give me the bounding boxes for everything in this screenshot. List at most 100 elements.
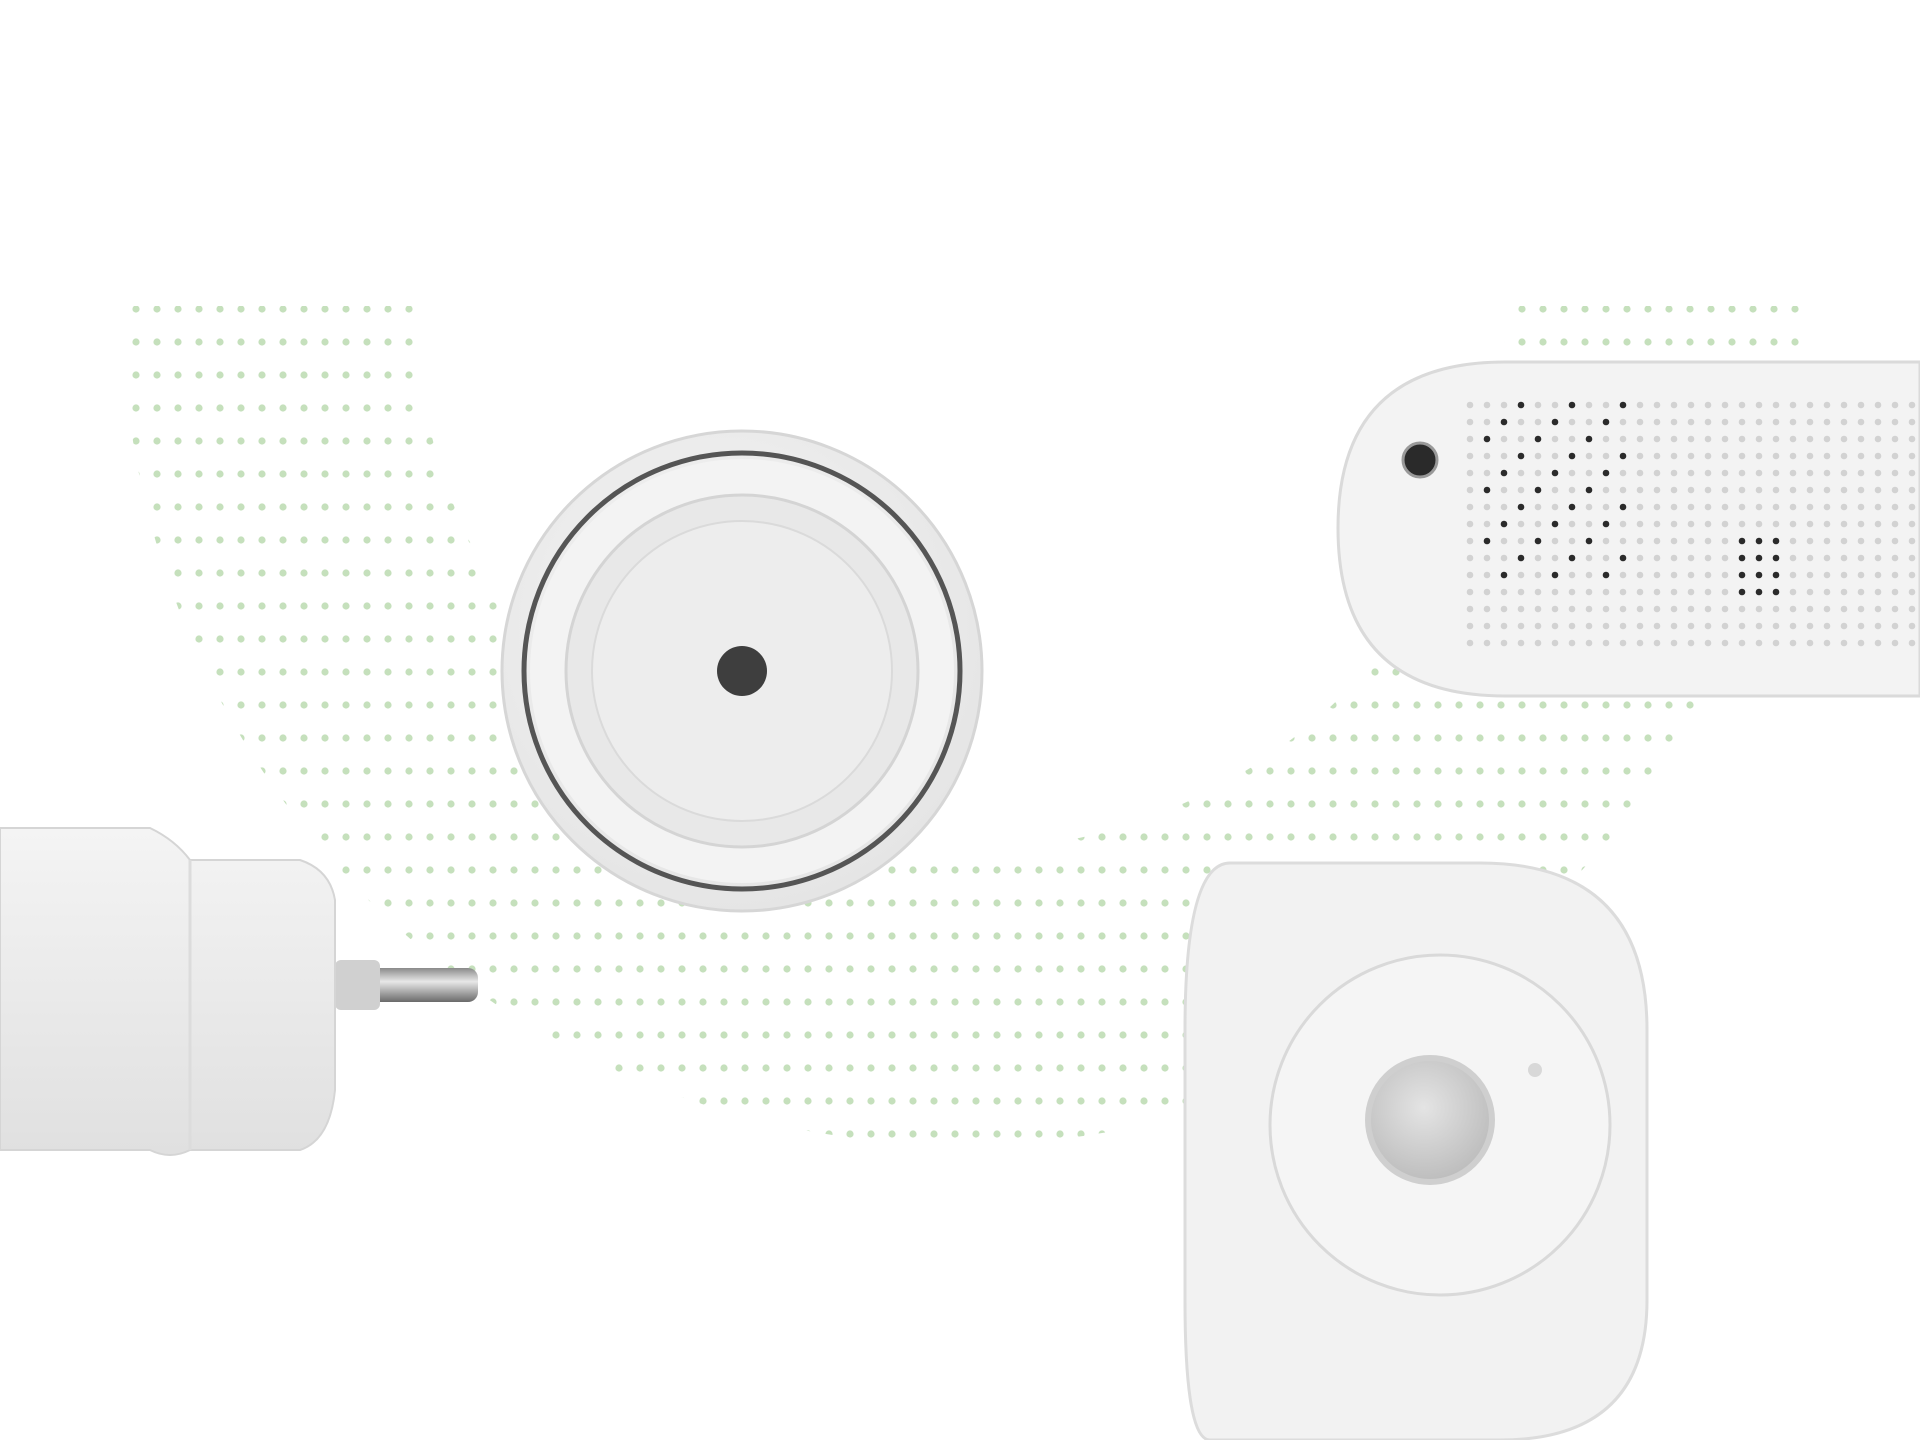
vent-hole xyxy=(1517,605,1525,613)
vent-hole xyxy=(1874,469,1882,477)
vent-hole xyxy=(1602,452,1610,460)
vent-hole xyxy=(1636,486,1644,494)
vent-hole xyxy=(1500,503,1508,511)
vent-hole xyxy=(1789,520,1797,528)
vent-hole xyxy=(1551,605,1559,613)
vent-hole xyxy=(1772,469,1780,477)
vent-hole xyxy=(1483,639,1491,647)
vent-hole xyxy=(1840,503,1848,511)
vent-hole xyxy=(1500,554,1508,562)
vent-hole xyxy=(1585,486,1593,494)
vent-hole xyxy=(1534,520,1542,528)
vent-hole xyxy=(1704,639,1712,647)
vent-hole xyxy=(1602,435,1610,443)
vent-hole xyxy=(1636,588,1644,596)
vent-hole xyxy=(1789,452,1797,460)
vent-hole xyxy=(1772,452,1780,460)
vent-hole xyxy=(1466,588,1474,596)
vent-hole xyxy=(1755,571,1763,579)
vent-hole xyxy=(1721,588,1729,596)
vent-hole xyxy=(1721,520,1729,528)
vent-hole xyxy=(1483,486,1491,494)
vent-hole xyxy=(1500,605,1508,613)
vent-hole xyxy=(1466,554,1474,562)
vent-hole xyxy=(1806,469,1814,477)
vent-hole xyxy=(1653,486,1661,494)
vent-hole xyxy=(1738,605,1746,613)
vent-hole xyxy=(1670,639,1678,647)
vent-hole xyxy=(1500,418,1508,426)
vent-hole xyxy=(1772,486,1780,494)
vent-hole xyxy=(1857,588,1865,596)
vent-hole xyxy=(1721,537,1729,545)
vent-hole xyxy=(1891,435,1899,443)
vent-hole xyxy=(1721,435,1729,443)
vent-hole xyxy=(1840,469,1848,477)
vent-hole xyxy=(1568,452,1576,460)
vent-hole xyxy=(1806,503,1814,511)
vent-hole xyxy=(1874,588,1882,596)
vent-hole xyxy=(1534,622,1542,630)
vent-hole xyxy=(1534,503,1542,511)
vent-hole xyxy=(1840,639,1848,647)
vent-hole xyxy=(1687,452,1695,460)
vent-hole xyxy=(1585,469,1593,477)
vent-hole xyxy=(1636,401,1644,409)
vent-hole xyxy=(1721,486,1729,494)
vent-hole xyxy=(1772,537,1780,545)
vent-hole xyxy=(1534,486,1542,494)
vent-hole xyxy=(1806,605,1814,613)
vent-hole xyxy=(1857,622,1865,630)
vent-hole xyxy=(1670,469,1678,477)
vent-hole xyxy=(1483,537,1491,545)
vent-hole xyxy=(1738,486,1746,494)
vent-hole xyxy=(1908,520,1916,528)
vent-hole xyxy=(1687,469,1695,477)
vent-hole xyxy=(1602,639,1610,647)
vent-hole xyxy=(1840,452,1848,460)
vent-hole xyxy=(1653,554,1661,562)
vent-hole xyxy=(1568,588,1576,596)
vent-hole xyxy=(1704,622,1712,630)
vent-hole xyxy=(1500,469,1508,477)
vent-hole xyxy=(1483,435,1491,443)
vent-hole xyxy=(1704,554,1712,562)
vent-hole xyxy=(1823,537,1831,545)
vent-hole xyxy=(1891,605,1899,613)
vent-hole xyxy=(1687,571,1695,579)
vent-hole xyxy=(1636,503,1644,511)
vent-hole xyxy=(1517,520,1525,528)
vent-hole xyxy=(1483,588,1491,596)
vent-hole xyxy=(1738,639,1746,647)
vent-hole xyxy=(1823,503,1831,511)
vent-hole xyxy=(1891,571,1899,579)
vent-hole xyxy=(1908,537,1916,545)
smart-button-device xyxy=(500,429,984,913)
vent-hole xyxy=(1789,588,1797,596)
vent-hole xyxy=(1568,418,1576,426)
vent-hole xyxy=(1534,435,1542,443)
vent-hole xyxy=(1585,435,1593,443)
vent-hole xyxy=(1874,520,1882,528)
vent-hole xyxy=(1670,571,1678,579)
vent-hole xyxy=(1517,571,1525,579)
vent-hole xyxy=(1500,537,1508,545)
vent-hole xyxy=(1602,571,1610,579)
vent-hole xyxy=(1721,622,1729,630)
vent-hole xyxy=(1466,622,1474,630)
vent-hole xyxy=(1670,554,1678,562)
vent-hole xyxy=(1908,469,1916,477)
vent-hole xyxy=(1908,452,1916,460)
vent-hole xyxy=(1568,537,1576,545)
vent-hole xyxy=(1908,639,1916,647)
vent-hole xyxy=(1874,571,1882,579)
vent-hole xyxy=(1789,401,1797,409)
vent-hole xyxy=(1704,452,1712,460)
vent-hole xyxy=(1551,622,1559,630)
vent-hole xyxy=(1670,401,1678,409)
status-led-icon xyxy=(717,646,767,696)
vent-hole xyxy=(1840,520,1848,528)
vent-hole xyxy=(1551,435,1559,443)
vent-hole xyxy=(1772,605,1780,613)
vent-hole xyxy=(1483,401,1491,409)
